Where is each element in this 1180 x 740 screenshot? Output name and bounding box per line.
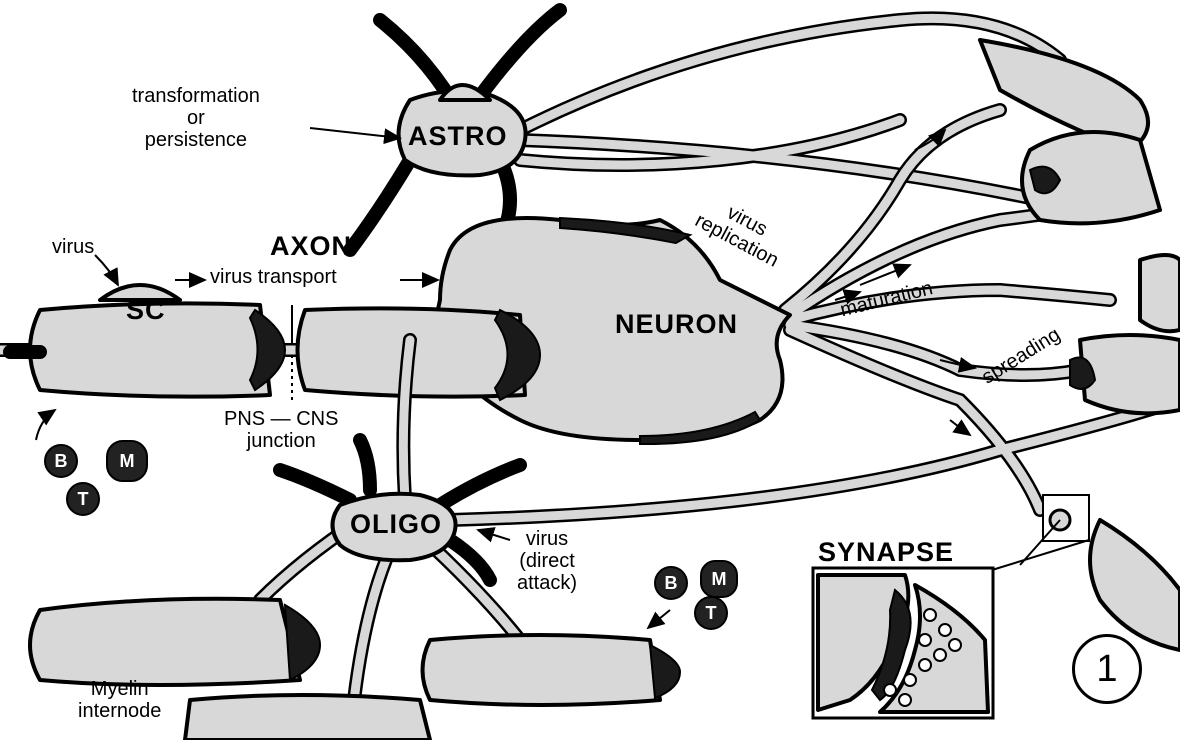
astro-label: ASTRO xyxy=(408,122,508,152)
virus-sc-label: virus xyxy=(52,236,94,258)
axon-label: AXON xyxy=(270,232,352,262)
transformation-label: transformation or persistence xyxy=(132,85,260,151)
sc-label: SC xyxy=(126,296,166,326)
myelin-label: Myelin internode xyxy=(78,678,161,722)
virus-transport-label: virus transport xyxy=(210,266,337,288)
b-cell-right: B xyxy=(654,566,688,600)
neuron-label: NEURON xyxy=(615,310,738,340)
virus-direct-label: virus (direct attack) xyxy=(517,528,577,594)
pns-cns-label: PNS — CNS junction xyxy=(224,408,338,452)
oligo-label: OLIGO xyxy=(350,510,442,540)
macrophage-right: M xyxy=(700,560,738,598)
synapse-label: SYNAPSE xyxy=(818,538,954,568)
macrophage-left: M xyxy=(106,440,148,482)
b-cell-left: B xyxy=(44,444,78,478)
figure-number: 1 xyxy=(1072,634,1142,704)
t-cell-left: T xyxy=(66,482,100,516)
t-cell-right: T xyxy=(694,596,728,630)
synapse-inset xyxy=(813,568,993,718)
